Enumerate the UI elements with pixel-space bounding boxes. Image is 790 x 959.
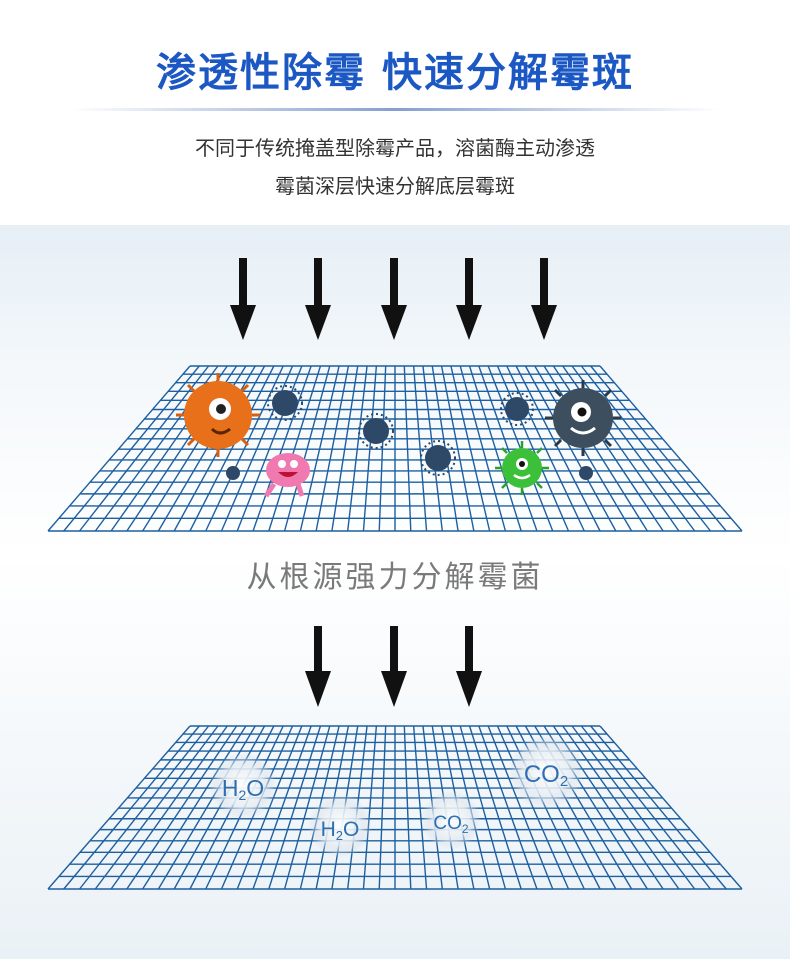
spore-icon [226, 466, 240, 480]
mesh-line [378, 365, 387, 532]
molecule-label: CO2 [524, 761, 568, 790]
mesh-line [331, 365, 359, 532]
mesh-line [590, 365, 727, 532]
mesh-line [590, 725, 727, 890]
subtitle-line-2: 霉菌深层快速分解底层霉斑 [275, 174, 515, 198]
mesh-line [506, 365, 585, 532]
mesh-line [478, 365, 538, 532]
mesh-line [487, 725, 554, 890]
molecule-label: CO2 [433, 813, 469, 836]
arrow-down-icon [305, 258, 331, 340]
mesh-line [403, 725, 412, 890]
mesh-line [78, 365, 210, 532]
molecule-bubble: CO2 [421, 790, 481, 850]
pink-mold-icon [263, 453, 310, 498]
bottom-arrows [305, 626, 482, 707]
spore-icon [579, 466, 593, 480]
mesh-line [378, 725, 387, 890]
arrow-down-icon [456, 626, 482, 707]
mesh-line [468, 725, 522, 890]
mesh-line [47, 365, 191, 532]
mesh-line [236, 725, 303, 890]
mesh-line [299, 365, 340, 532]
mesh-line [346, 365, 368, 532]
mesh-line [283, 725, 331, 890]
mesh-line [63, 725, 200, 890]
mesh-line [362, 725, 378, 890]
mesh-line [283, 365, 331, 532]
subtitle-line-1: 不同于传统掩盖型除霉产品，溶菌酶主动渗透 [195, 136, 595, 160]
mesh-line [599, 365, 743, 532]
spore-icon [500, 392, 534, 426]
dark-mold-icon [545, 380, 621, 456]
arrow-down-icon [381, 258, 407, 340]
mesh-line [580, 365, 712, 532]
arrow-down-icon [531, 258, 557, 340]
molecule-bubble: H2O [209, 752, 277, 820]
mesh-line [459, 365, 507, 532]
molecule-bubble: H2O [308, 794, 372, 858]
molecule-label: H2O [222, 775, 264, 803]
mesh-line [459, 725, 507, 890]
mesh-line [440, 365, 475, 532]
middle-caption: 从根源强力分解霉菌 [246, 560, 544, 595]
title-divider [70, 108, 720, 111]
mesh-line [468, 365, 522, 532]
mesh-line [403, 365, 412, 532]
mesh-line [268, 365, 322, 532]
mesh-line [362, 365, 378, 532]
mesh-line [268, 725, 322, 890]
mesh-line [315, 365, 350, 532]
mesh-line [63, 365, 200, 532]
arrow-down-icon [381, 626, 407, 707]
mesh-line [571, 725, 696, 890]
green-mold-icon [495, 441, 549, 495]
mesh-line [252, 365, 312, 532]
mesh-line [496, 365, 570, 532]
top-arrows [230, 258, 557, 340]
mesh-line [599, 725, 743, 890]
orange-mold-icon [176, 373, 260, 457]
mesh-line [94, 725, 219, 890]
arrow-down-icon [305, 626, 331, 707]
arrow-down-icon [456, 258, 482, 340]
page-title: 渗透性除霉 快速分解霉斑 [156, 50, 634, 96]
mesh-line [562, 725, 680, 890]
mesh-line [205, 365, 284, 532]
mesh-line [78, 725, 210, 890]
molecule-layer: H2O H2O CO2 CO2 [209, 734, 584, 858]
arrow-down-icon [230, 258, 256, 340]
header: 渗透性除霉 快速分解霉斑 不同于传统掩盖型除霉产品，溶菌酶主动渗透 霉菌深层快速… [0, 0, 790, 225]
mesh-line [47, 725, 191, 890]
mesh-line [126, 725, 238, 890]
mesh-line [412, 725, 428, 890]
mesh-line [110, 725, 228, 890]
mesh-line [515, 365, 601, 532]
spore-icon [358, 413, 394, 449]
spore-icon [420, 440, 456, 476]
mesh-line [580, 725, 712, 890]
mesh-line [450, 365, 491, 532]
mesh-line [543, 365, 648, 532]
mesh-line [252, 725, 312, 890]
molecule-bubble: CO2 [508, 734, 584, 810]
mesh-surface-top [47, 365, 743, 532]
mesh-line [142, 725, 247, 890]
mesh-line [412, 365, 428, 532]
mesh-line [524, 365, 617, 532]
mesh-line [189, 365, 275, 532]
mold-layer [176, 373, 621, 498]
mesh-surface-bottom [47, 725, 743, 890]
spore-icon [267, 385, 303, 421]
mesh-line [478, 725, 538, 890]
molecule-label: H2O [321, 818, 360, 843]
